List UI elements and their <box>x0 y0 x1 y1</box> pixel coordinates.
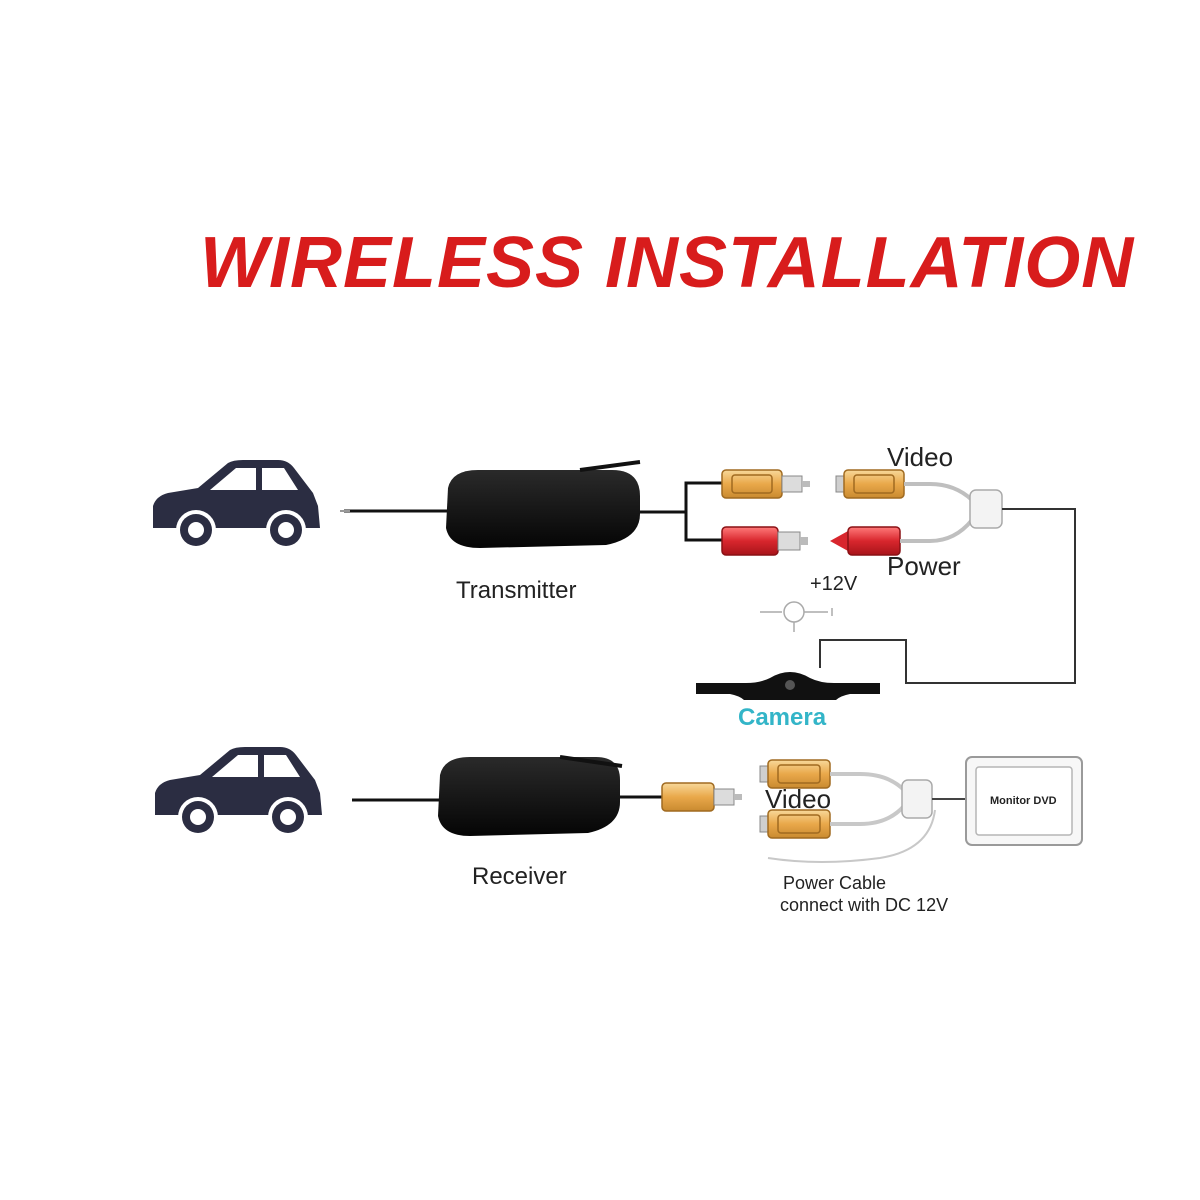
voltage-label: +12V <box>810 573 858 595</box>
rca-connector <box>759 759 831 789</box>
power-cable-label-line1: Power Cable <box>783 873 886 893</box>
video-label-receiver: Video <box>765 784 831 814</box>
power-symbol-icon <box>760 601 833 632</box>
rca-connector <box>721 469 810 499</box>
monitor-label: Monitor DVD <box>990 795 1057 807</box>
monitor-icon <box>965 756 1083 846</box>
camera-label: Camera <box>738 704 827 731</box>
rca-connector <box>661 782 742 812</box>
car-icon <box>153 460 320 550</box>
rca-connector <box>835 469 905 499</box>
license-plate-camera <box>696 672 880 700</box>
transmitter-label: Transmitter <box>456 577 576 604</box>
video-label: Video <box>887 442 953 472</box>
power-cable-label-line2: connect with DC 12V <box>780 895 948 915</box>
car-icon <box>155 747 322 837</box>
rca-connector <box>721 526 808 556</box>
power-label: Power <box>887 551 961 581</box>
page-title: WIRELESS INSTALLATION <box>200 223 1135 303</box>
transmitter-module <box>446 460 641 548</box>
rca-connector <box>759 809 831 839</box>
receiver-module <box>438 755 623 836</box>
receiver-label: Receiver <box>472 863 567 890</box>
